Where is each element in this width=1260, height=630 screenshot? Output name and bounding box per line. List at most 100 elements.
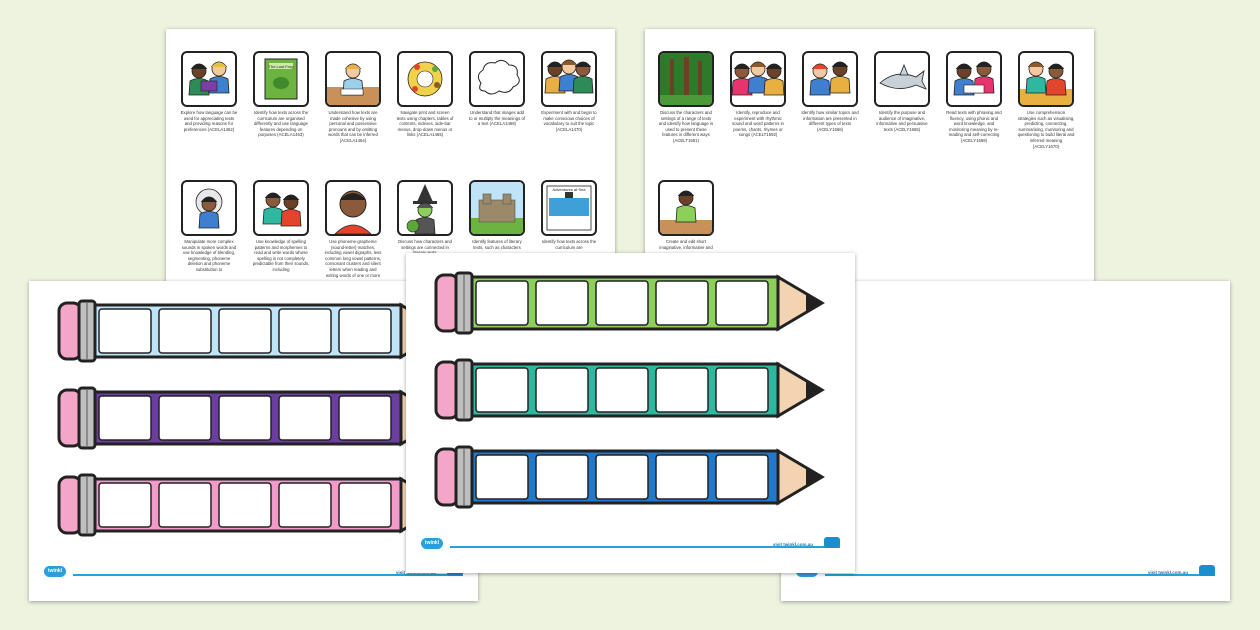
objective-text: Use knowledge of spelling patterns and m… — [252, 239, 310, 272]
pencil-strip — [51, 380, 451, 456]
objective-card: Navigate print and screen texts using ch… — [396, 51, 454, 138]
objective-text: Use phoneme-grapheme (sound-letter) matc… — [324, 239, 382, 278]
pencil-answer-box — [158, 482, 212, 528]
objective-card: Identify, reproduce and experiment with … — [729, 51, 787, 138]
footer-line — [73, 574, 463, 576]
pencil-answer-box — [338, 308, 392, 354]
objective-card: Identify how similar topics and informat… — [801, 51, 859, 132]
objective-card: Identify features of literary texts, suc… — [468, 180, 526, 250]
objective-text: Identify, reproduce and experiment with … — [732, 110, 784, 138]
pencil-answer-box — [218, 482, 272, 528]
group-of-children-icon — [541, 51, 597, 107]
family-group-icon — [730, 51, 786, 107]
pencil-lead — [806, 381, 822, 399]
boy-portrait-icon — [325, 180, 381, 236]
objective-card: Discuss how characters and settings are … — [396, 180, 454, 256]
pencil-answer-box — [655, 280, 709, 326]
forest-icon — [658, 51, 714, 107]
curriculum-sheet-right: Discuss the characters and settings of a… — [645, 29, 1094, 289]
pencil-strip — [51, 293, 451, 369]
food-wheel-icon — [397, 51, 453, 107]
objective-text: Use comprehension strategies such as vis… — [1017, 110, 1075, 149]
objective-text: Discuss the characters and settings of a… — [658, 110, 714, 143]
pencil-strip — [428, 352, 828, 428]
objective-text: Understand how texts are made cohesive b… — [328, 110, 378, 143]
footer-line — [825, 574, 1215, 576]
girl-writing-icon — [658, 180, 714, 236]
footer-url: visit twinkl.com.au — [773, 542, 814, 547]
pencil-tip — [776, 274, 825, 332]
objective-text: Identify how similar topics and informat… — [801, 110, 859, 132]
objective-text: Create and edit short imaginative, infor… — [659, 239, 713, 250]
pencil-answer-box — [535, 280, 589, 326]
castle-icon — [469, 180, 525, 236]
pencil-answer-box — [158, 395, 212, 441]
pencil-strip — [428, 439, 828, 515]
curriculum-sheet-left: Explore how language can be used for app… — [166, 29, 615, 289]
pencil-answer-box — [655, 454, 709, 500]
pencil-answer-box — [715, 280, 769, 326]
objective-text: Understand that images add to or multipl… — [468, 110, 526, 127]
girl-at-desk-icon — [325, 51, 381, 107]
pencil-answer-box — [278, 395, 332, 441]
pencil-answer-box — [475, 367, 529, 413]
objective-text: Identify how texts across the curriculum… — [253, 110, 309, 138]
pencil-answer-box — [218, 395, 272, 441]
pencil-sheet-center: twinkl visit twinkl.com.au — [406, 253, 855, 573]
objective-card: Manipulate more complex sounds in spoken… — [180, 180, 238, 273]
twinkl-logo: twinkl — [421, 538, 443, 549]
pencil-sheet-left: twinkl visit twinkl.com.au — [29, 281, 478, 601]
pencil-answer-box — [715, 367, 769, 413]
pencil-answer-box — [715, 454, 769, 500]
pencil-answer-box — [535, 454, 589, 500]
objective-card: Experiment with and begin to make consci… — [540, 51, 598, 132]
pencil-lead — [806, 468, 822, 486]
objective-card: Explore how language can be used for app… — [180, 51, 238, 132]
svg-text:The Lost Frog: The Lost Frog — [269, 64, 294, 69]
objective-card: Discuss the characters and settings of a… — [657, 51, 715, 144]
objective-card: Create and edit short imaginative, infor… — [657, 180, 715, 250]
pencil-tip — [776, 448, 825, 506]
children-writing-icon — [253, 180, 309, 236]
svg-text:Adventures at Sea: Adventures at Sea — [553, 187, 587, 192]
woman-in-bonnet-icon — [181, 180, 237, 236]
pencil-answer-box — [595, 454, 649, 500]
objective-text: Experiment with and begin to make consci… — [541, 110, 597, 132]
pencil-lead — [806, 294, 822, 312]
objective-text: Read texts with phrasing and fluency, us… — [946, 110, 1002, 143]
objective-text: Manipulate more complex sounds in spoken… — [181, 239, 237, 272]
objective-card: Read texts with phrasing and fluency, us… — [945, 51, 1003, 144]
pencil-answer-box — [158, 308, 212, 354]
objective-card: Use phoneme-grapheme (sound-letter) matc… — [324, 180, 382, 278]
objective-text: Discuss how characters and settings are … — [398, 239, 452, 255]
objective-card: Understand that images add to or multipl… — [468, 51, 526, 127]
pencil-answer-box — [98, 395, 152, 441]
objective-card: Understand how texts are made cohesive b… — [324, 51, 382, 144]
footer-url: visit twinkl.com.au — [1148, 570, 1189, 575]
pencil-answer-box — [595, 280, 649, 326]
objective-text: Identify how texts across the curriculum… — [541, 239, 597, 250]
pencil-answer-box — [475, 280, 529, 326]
pencil-strip — [428, 265, 828, 341]
pencil-answer-box — [595, 367, 649, 413]
twinkl-logo: twinkl — [44, 566, 66, 577]
reading-together-icon — [946, 51, 1002, 107]
objective-text: Navigate print and screen texts using ch… — [396, 110, 454, 138]
pencil-answer-box — [338, 482, 392, 528]
objective-text: Explore how language can be used for app… — [180, 110, 238, 132]
pencil-answer-box — [98, 482, 152, 528]
objective-card: Use knowledge of spelling patterns and m… — [252, 180, 310, 273]
pencil-tip — [776, 361, 825, 419]
thought-cloud-icon — [469, 51, 525, 107]
footer-line — [450, 546, 840, 548]
objective-text: Identify the purpose and audience of ima… — [876, 110, 928, 132]
witch-icon — [397, 180, 453, 236]
shark-icon — [874, 51, 930, 107]
pencil-answer-box — [338, 395, 392, 441]
pencil-answer-box — [655, 367, 709, 413]
twinkl-badge-icon — [1199, 565, 1215, 576]
pencil-answer-box — [278, 482, 332, 528]
children-at-table-icon — [1018, 51, 1074, 107]
objective-card: Use comprehension strategies such as vis… — [1017, 51, 1075, 149]
